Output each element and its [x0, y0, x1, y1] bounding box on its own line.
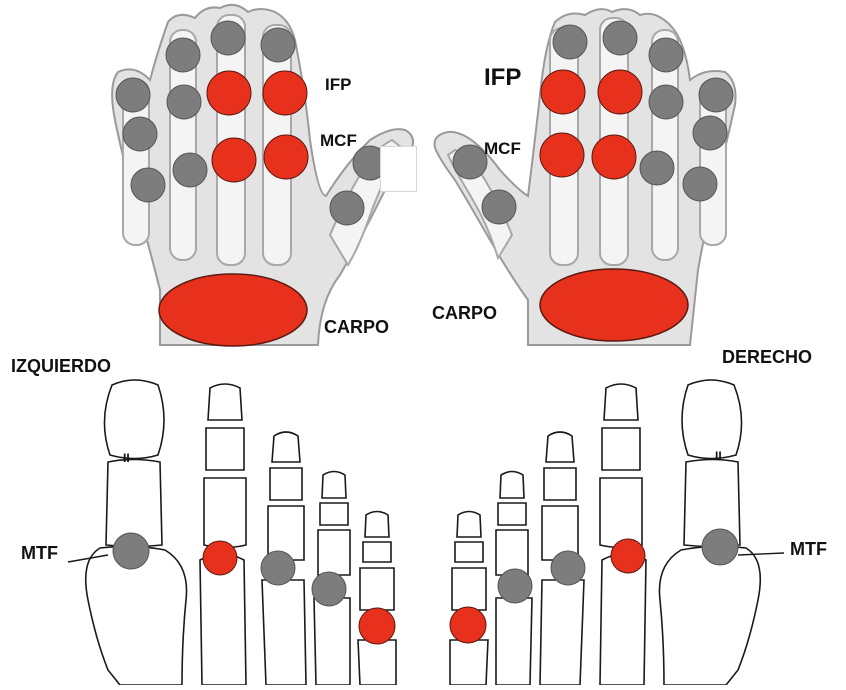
left-mtp3-joint — [261, 551, 295, 585]
left-mtp4-joint — [312, 572, 346, 606]
right-carpo-joint — [540, 269, 688, 341]
left-dip3-joint — [211, 21, 245, 55]
right-mtp3-joint — [551, 551, 585, 585]
blank-patch — [380, 146, 417, 192]
left-hand-carpo-label: CARPO — [324, 318, 389, 336]
right-pip3-joint — [598, 70, 642, 114]
left-foot-mtf-label: MTF — [21, 544, 58, 562]
right-side-label: DERECHO — [722, 348, 812, 366]
right-thumb-mcp-joint — [482, 190, 516, 224]
left-carpo-joint — [159, 274, 307, 346]
left-hand-ifp-label: IFP — [325, 76, 351, 93]
right-mcp5-joint — [683, 167, 717, 201]
right-dip3-joint — [603, 21, 637, 55]
right-hand-carpo-label: CARPO — [432, 304, 497, 322]
right-dip4-joint — [649, 38, 683, 72]
left-hallux-ip-label: II — [123, 452, 130, 464]
left-dip4-joint — [166, 38, 200, 72]
left-pip3-joint — [207, 71, 251, 115]
left-mcp3-joint — [212, 138, 256, 182]
right-mtp4-joint — [498, 569, 532, 603]
left-mcp2-joint — [264, 135, 308, 179]
right-pip2-joint — [541, 70, 585, 114]
left-side-label: IZQUIERDO — [11, 357, 111, 375]
right-hand-ifp-label: IFP — [484, 66, 521, 90]
left-pip2-joint — [263, 71, 307, 115]
right-dip5-joint — [699, 78, 733, 112]
left-mcp4-joint — [173, 153, 207, 187]
right-pip4-joint — [649, 85, 683, 119]
left-hand-mcf-label: MCF — [320, 132, 357, 149]
left-pip5-joint — [123, 117, 157, 151]
left-mcp5-joint — [131, 168, 165, 202]
right-mcp4-joint — [640, 151, 674, 185]
left-pip4-joint — [167, 85, 201, 119]
right-mcp2-joint — [540, 133, 584, 177]
right-hallux-ip-label: II — [715, 450, 722, 462]
right-mtp5-joint — [450, 607, 486, 643]
left-hand — [112, 5, 413, 346]
right-mcp3-joint — [592, 135, 636, 179]
right-foot — [450, 380, 784, 685]
right-foot-mtf-label: MTF — [790, 540, 827, 558]
right-thumb-ip-joint — [453, 145, 487, 179]
left-mtp1-joint — [113, 533, 149, 569]
right-mtp1-joint — [702, 529, 738, 565]
right-pip5-joint — [693, 116, 727, 150]
left-foot — [68, 380, 396, 685]
left-dip5-joint — [116, 78, 150, 112]
right-hand — [435, 9, 736, 345]
right-mtp2-joint — [611, 539, 645, 573]
right-hand-mcf-label: MCF — [484, 140, 521, 157]
left-mtp2-joint — [203, 541, 237, 575]
right-dip2-joint — [553, 25, 587, 59]
left-thumb-mcp-joint — [330, 191, 364, 225]
left-mtp5-joint — [359, 608, 395, 644]
left-dip2-joint — [261, 28, 295, 62]
